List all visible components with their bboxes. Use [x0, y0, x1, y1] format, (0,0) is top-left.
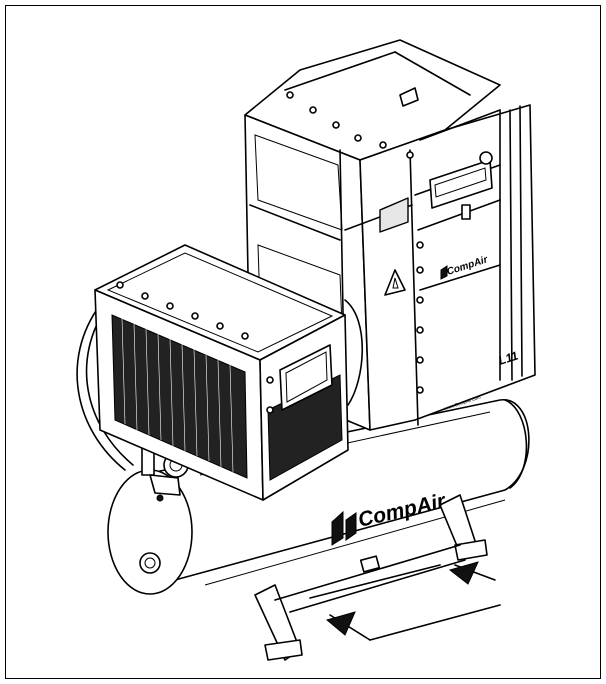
- dryer-display: [279, 344, 333, 411]
- door-handle: [461, 204, 471, 220]
- air-hose: [76, 304, 126, 471]
- drain-port: [139, 552, 161, 574]
- control-panel-display: [429, 159, 493, 209]
- emergency-stop-button: [479, 151, 493, 165]
- forklift-entry-arrows: [325, 561, 501, 641]
- model-label: L11: [497, 348, 520, 368]
- indicator-panel: [379, 197, 409, 233]
- forklift-entry-arrow-rear: [448, 561, 479, 585]
- tank-feet: [254, 494, 488, 661]
- electric-hazard-icon: [384, 269, 406, 296]
- forklift-entry-arrow-front: [325, 611, 356, 636]
- refrigerated-dryer: [94, 244, 364, 501]
